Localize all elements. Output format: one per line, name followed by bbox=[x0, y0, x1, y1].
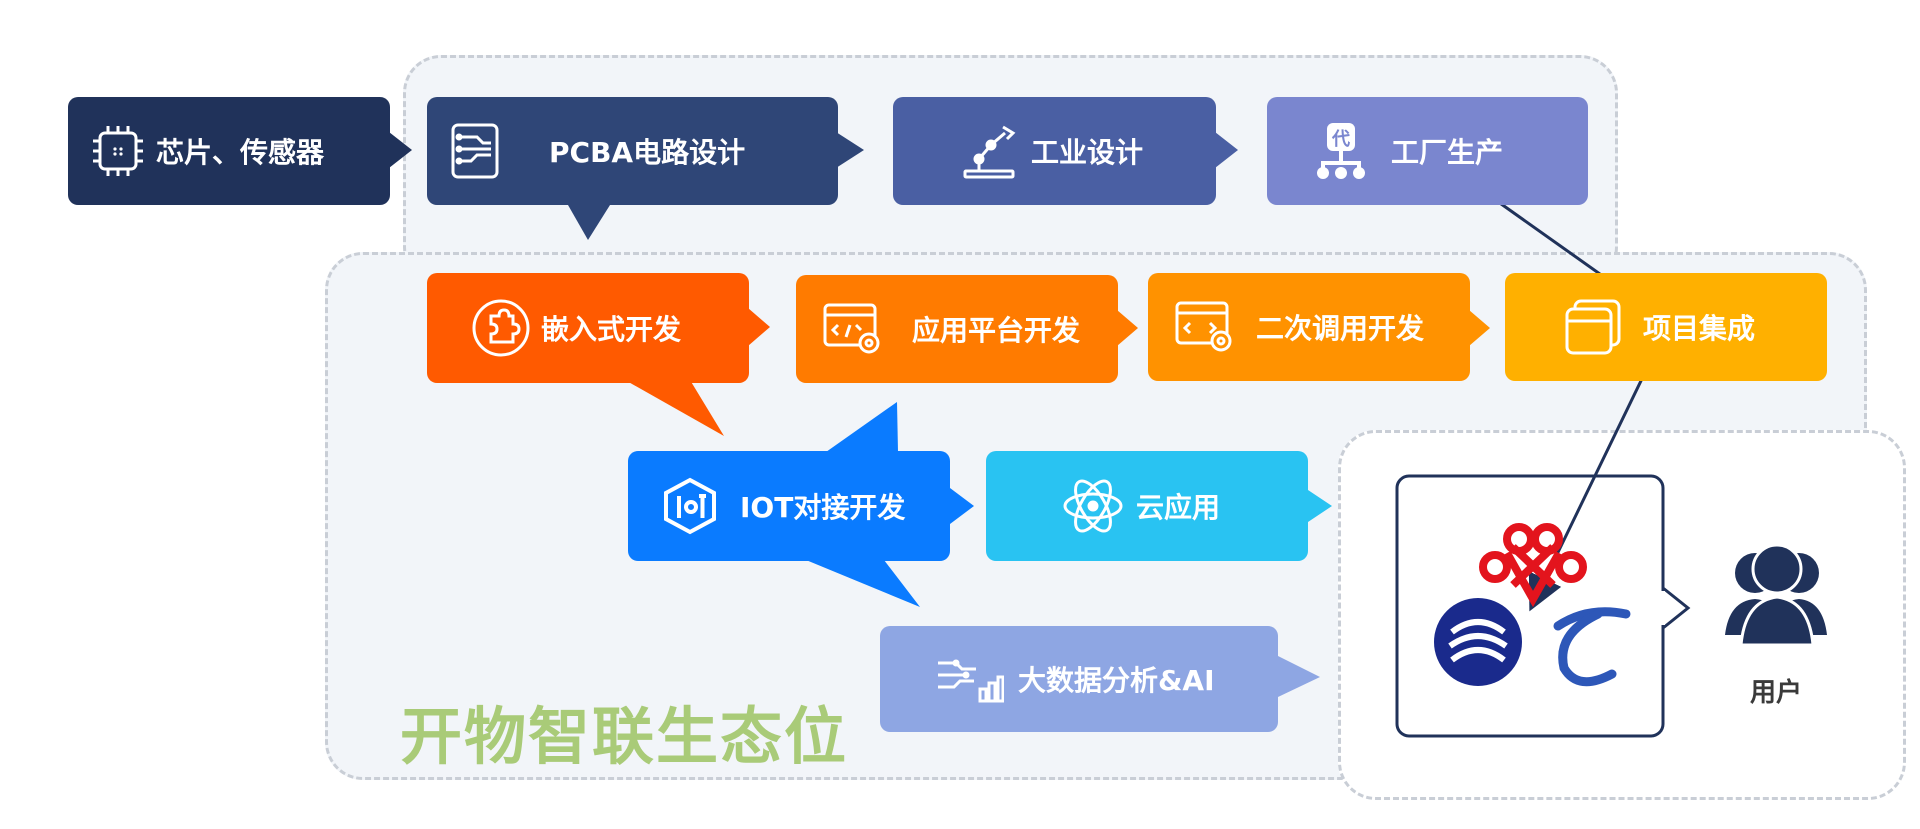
embedded-label: 嵌入式开发 bbox=[541, 313, 682, 346]
app-platform-pointer bbox=[1117, 310, 1138, 346]
embedded-tail bbox=[625, 380, 724, 436]
bigdata-ai-node: 大数据分析&AI bbox=[880, 626, 1278, 732]
users-icon bbox=[1725, 543, 1827, 647]
puzzle-icon bbox=[471, 298, 531, 358]
code-gear-icon bbox=[822, 301, 884, 357]
chips-pointer bbox=[389, 132, 412, 168]
integration-label: 项目集成 bbox=[1643, 312, 1756, 345]
code-gear-icon-2 bbox=[1174, 299, 1236, 355]
secondary-dev-node: 二次调用开发 bbox=[1148, 273, 1470, 381]
chip-icon bbox=[90, 123, 146, 179]
iot-label: IOT对接开发 bbox=[740, 491, 906, 524]
bigdata-pointer bbox=[1278, 656, 1320, 697]
app-platform-label: 应用平台开发 bbox=[912, 314, 1081, 347]
china-telecom-logo bbox=[1553, 607, 1631, 687]
circuit-icon bbox=[449, 121, 501, 181]
iot-tail-down bbox=[806, 560, 920, 607]
industrial-label: 工业设计 bbox=[1031, 136, 1144, 169]
cloud-atom-icon bbox=[1062, 475, 1124, 537]
app-platform-dev-node: 应用平台开发 bbox=[796, 275, 1118, 383]
factory-network-icon: 代 bbox=[1313, 121, 1369, 181]
iot-tail-up bbox=[826, 402, 898, 452]
factory-production-node: 代 工厂生产 bbox=[1267, 97, 1588, 205]
cloud-pointer bbox=[1308, 490, 1332, 522]
secondary-pointer bbox=[1469, 310, 1490, 346]
carrier-box bbox=[1395, 474, 1665, 738]
robot-arm-icon bbox=[959, 121, 1019, 181]
pcba-pointer bbox=[836, 132, 864, 168]
windows-icon bbox=[1563, 297, 1623, 357]
iot-hex-icon bbox=[662, 476, 718, 536]
cloud-label: 云应用 bbox=[1136, 491, 1221, 524]
bigdata-label: 大数据分析&AI bbox=[1018, 664, 1215, 697]
industrial-pointer bbox=[1215, 132, 1238, 168]
iot-pointer bbox=[950, 488, 974, 524]
secondary-label: 二次调用开发 bbox=[1256, 312, 1425, 345]
chips-sensors-node: 芯片、传感器 bbox=[68, 97, 390, 205]
pcba-label: PCBA电路设计 bbox=[549, 136, 746, 169]
industrial-design-node: 工业设计 bbox=[893, 97, 1216, 205]
chips-label: 芯片、传感器 bbox=[156, 136, 325, 169]
embedded-pointer bbox=[748, 308, 770, 346]
data-chart-icon bbox=[936, 655, 1004, 703]
iot-dev-node: IOT对接开发 bbox=[628, 451, 950, 561]
pcba-tail bbox=[568, 205, 610, 240]
svg-text:代: 代 bbox=[1331, 129, 1350, 150]
china-unicom-logo bbox=[1479, 523, 1587, 608]
carrier-pointer bbox=[1661, 584, 1691, 632]
pcba-node: PCBA电路设计 bbox=[427, 97, 838, 205]
cloud-app-node: 云应用 bbox=[986, 451, 1308, 561]
ecosystem-label: 开物智联生态位 bbox=[400, 700, 849, 773]
china-mobile-logo bbox=[1434, 598, 1522, 686]
embedded-dev-node: 嵌入式开发 bbox=[427, 273, 749, 383]
project-integration-node: 项目集成 bbox=[1505, 273, 1827, 381]
user-label: 用户 bbox=[1750, 678, 1803, 708]
factory-label: 工厂生产 bbox=[1391, 136, 1504, 169]
